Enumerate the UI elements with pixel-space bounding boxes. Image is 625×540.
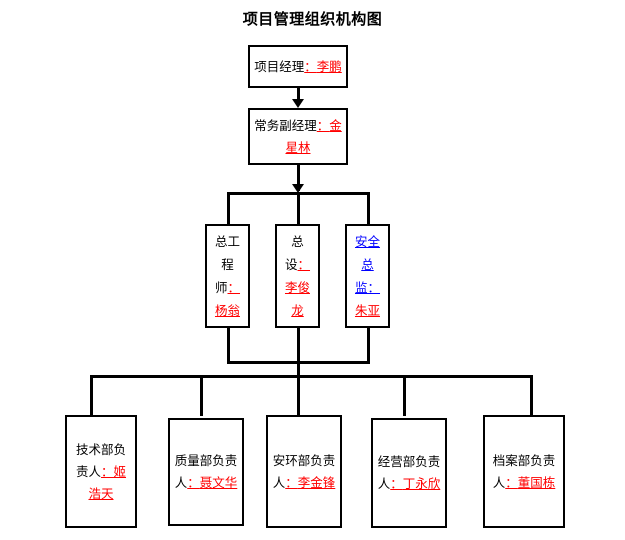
node-operations-dept-text: 经营部负责人：丁永欣 — [373, 451, 445, 495]
node-chief-engineer-name: 杨翁 — [214, 303, 240, 318]
connector-chief-designer-down — [297, 328, 300, 375]
node-quality-dept[interactable]: 质量部负责人：聂文华 — [168, 418, 244, 526]
node-chief-designer-colon: ： — [297, 257, 311, 272]
node-operations-dept-colon: ： — [390, 476, 403, 491]
connector-midbar-to-safety-director — [367, 192, 370, 226]
node-tech-dept[interactable]: 技术部负责人：姬浩天 — [65, 415, 137, 528]
connector-midbar-to-chief-engineer — [227, 192, 230, 226]
node-tech-dept-text: 技术部负责人：姬浩天 — [67, 439, 135, 505]
node-quality-dept-colon: ： — [187, 475, 200, 490]
node-tech-dept-role: 技术部负责人 — [75, 441, 126, 479]
node-deputy-manager-colon: ： — [316, 117, 330, 133]
node-deputy-manager-name: 金星林 — [285, 117, 342, 155]
node-archives-dept-role: 档案部负责人 — [492, 452, 556, 490]
node-safety-director-colon: ： — [367, 280, 381, 295]
arrow-head-icon-pm-deputy — [292, 99, 304, 108]
node-safety-director-name: 朱亚 — [354, 303, 380, 318]
node-operations-dept-name: 丁永欣 — [402, 476, 441, 491]
node-chief-designer-text: 总设： 李俊龙 — [277, 230, 318, 322]
node-archives-dept-name: 董国栋 — [517, 474, 556, 490]
node-deputy-manager[interactable]: 常务副经理：金星林 — [248, 108, 348, 165]
node-archives-dept[interactable]: 档案部负责人：董国栋 — [483, 415, 565, 528]
node-deputy-manager-text: 常务副经理：金星林 — [250, 115, 346, 159]
node-safety-env-dept-name: 李金锋 — [297, 474, 336, 490]
node-project-manager-role: 项目经理 — [254, 58, 305, 74]
page-title: 项目管理组织机构图 — [242, 10, 383, 28]
connector-mid-gather-bar — [227, 361, 370, 364]
node-safety-director-role: 安全总监 — [354, 234, 380, 295]
connector-safety-director-down — [367, 328, 370, 364]
connector-bottombar-to-operations — [403, 375, 406, 416]
node-quality-dept-name: 聂文华 — [199, 475, 238, 490]
node-archives-dept-colon: ： — [505, 474, 518, 490]
connector-midbar-to-chief-designer — [297, 192, 300, 226]
node-tech-dept-name: 姬浩天 — [88, 463, 127, 501]
node-safety-env-dept-role: 安环部负责人 — [272, 452, 336, 490]
node-safety-director-text: 安全总监： 朱亚 — [347, 230, 388, 322]
connector-bottombar-to-quality — [200, 375, 203, 416]
connector-deputy-to-midbar — [297, 165, 300, 191]
node-operations-dept[interactable]: 经营部负责人：丁永欣 — [371, 418, 447, 528]
node-quality-dept-text: 质量部负责人：聂文华 — [170, 450, 242, 494]
node-operations-dept-role: 经营部负责人 — [377, 454, 441, 491]
node-safety-env-dept-colon: ： — [285, 474, 298, 490]
node-chief-engineer-colon: ： — [227, 280, 241, 295]
connector-pm-to-deputy — [297, 88, 300, 100]
connector-bottombar-to-archives — [530, 375, 533, 416]
connector-bottombar-to-safety-env — [297, 375, 300, 416]
node-project-manager-text: 项目经理：李鹏 — [250, 56, 346, 78]
node-safety-env-dept-text: 安环部负责人：李金锋 — [268, 450, 340, 494]
node-safety-env-dept[interactable]: 安环部负责人：李金锋 — [266, 415, 342, 528]
node-project-manager[interactable]: 项目经理：李鹏 — [248, 45, 348, 88]
node-deputy-manager-role: 常务副经理 — [254, 117, 317, 133]
node-chief-engineer-text: 总工程师： 杨翁 — [207, 230, 248, 322]
node-chief-designer-name: 李俊龙 — [284, 280, 310, 318]
connector-bottombar-to-tech — [90, 375, 93, 416]
node-chief-engineer-role: 总工程师 — [214, 234, 240, 295]
connector-chief-engineer-down — [227, 328, 230, 364]
node-tech-dept-colon: ： — [100, 463, 114, 479]
node-quality-dept-role: 质量部负责人 — [174, 453, 238, 490]
node-chief-engineer[interactable]: 总工程师： 杨翁 — [205, 224, 250, 328]
node-safety-director[interactable]: 安全总监： 朱亚 — [345, 224, 390, 328]
node-chief-designer[interactable]: 总设： 李俊龙 — [275, 224, 320, 328]
node-archives-dept-text: 档案部负责人：董国栋 — [485, 450, 563, 494]
node-project-manager-name: 李鹏 — [316, 58, 342, 74]
arrow-head-icon-deputy-midbar — [292, 184, 304, 193]
node-chief-designer-role: 总设 — [284, 234, 304, 272]
node-project-manager-colon: ： — [304, 58, 317, 74]
connector-bottom-horizontal-bar — [90, 375, 532, 378]
